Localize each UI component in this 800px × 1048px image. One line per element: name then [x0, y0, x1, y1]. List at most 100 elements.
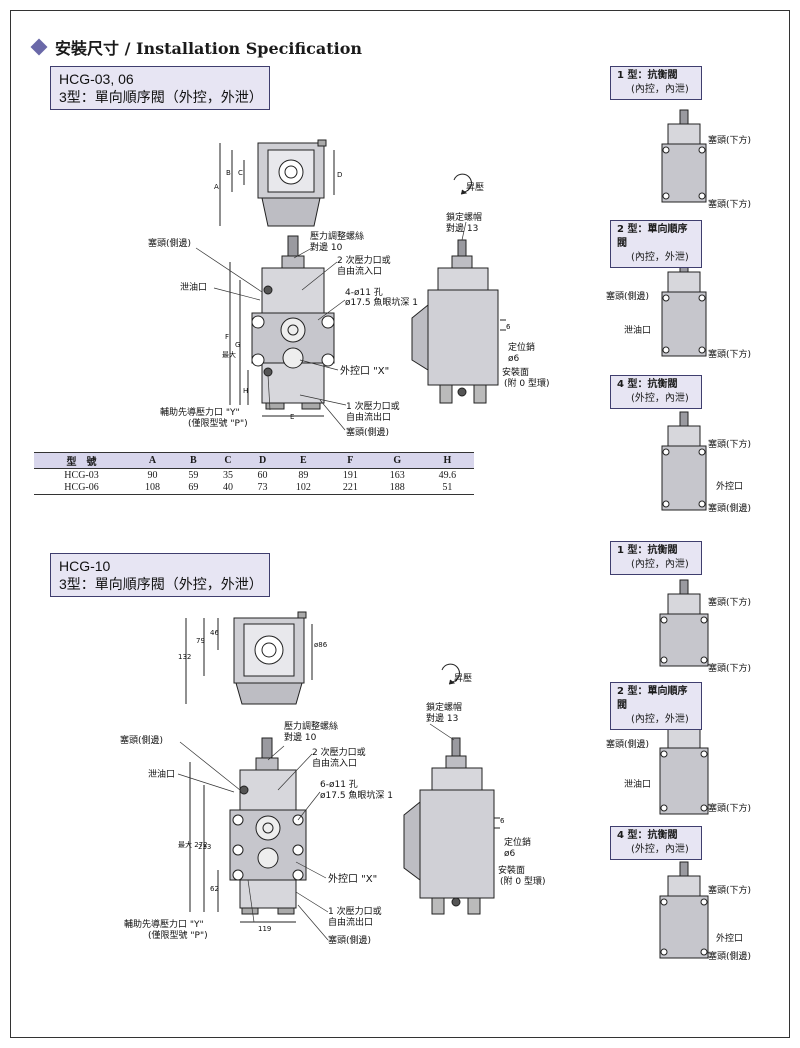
model-type: 3型：單向順序閥（外控，外泄） — [59, 89, 263, 105]
label-lock-nut: 鎖定螺帽 — [446, 213, 483, 223]
table-cell: 89 — [298, 469, 309, 481]
side-panel-title: 1 型：抗衡閥 — [617, 545, 678, 556]
label-primary-port: 1 次壓力口或 — [328, 907, 382, 917]
bottom-plan-view — [185, 611, 313, 705]
side-panel-title: 2 型：單向順序閥 — [617, 686, 688, 711]
callout: 塞頭(下方) — [708, 200, 752, 210]
label-pilot-note: (僅限型號 "P") — [148, 931, 208, 941]
label-secondary-port: 2 次壓力口或 — [312, 748, 366, 758]
page-frame — [10, 10, 790, 1038]
label-dim-6: 6 — [500, 817, 505, 825]
label-plug-side: 塞頭(側邊) — [120, 736, 164, 746]
label-plug-side: 塞頭(側邊) — [148, 239, 192, 249]
top-side-view — [411, 173, 506, 404]
label-secondary-port: 2 次壓力口或 — [337, 256, 391, 266]
label-mount-face: 安裝面 — [498, 866, 526, 876]
top-front-view — [229, 235, 335, 417]
label-external-port: 外控口 "X" — [340, 366, 390, 377]
callout: 塞頭(側邊) — [606, 292, 650, 302]
label-dim-6: 6 — [506, 323, 511, 331]
label-dim-272: 最大 272 — [178, 841, 208, 849]
callout: 塞頭(下方) — [708, 886, 752, 896]
side-panel-type2-top: 2 型：單向順序閥 (內控，外泄) — [610, 220, 702, 268]
table-cell: 60 — [257, 469, 268, 481]
table-cell: HCG-03 — [64, 469, 99, 481]
callout: 塞頭(下方) — [708, 350, 752, 360]
label-dim-max: 最大 — [222, 351, 236, 359]
label-dim-86: ø86 — [314, 641, 328, 649]
side-panel-type4-bottom: 4 型：抗衡閥 (外控，內泄) — [610, 826, 702, 860]
side-panel-title: 4 型：抗衡閥 — [617, 830, 678, 841]
table-cell: 108 — [145, 482, 161, 494]
table-header: C — [224, 455, 232, 466]
label-lock-nut: 鎖定螺帽 — [426, 703, 463, 713]
label-dim-132: 132 — [178, 653, 192, 661]
label-dim-e: E — [290, 413, 295, 421]
table-header-row: 型 號 A B C D E F G H — [34, 452, 474, 469]
model-box-top: HCG-03, 06 3型：單向順序閥（外控，外泄） — [50, 66, 270, 110]
table-header: G — [393, 455, 402, 466]
label-dim-79: 79 — [196, 637, 205, 645]
side-mini-valve-2 — [661, 257, 707, 357]
callout: 塞頭(側邊) — [606, 740, 650, 750]
label-dim-h: H — [243, 387, 249, 395]
leader-lines — [177, 221, 467, 941]
label-across-flats-13: 對邊 13 — [426, 714, 459, 724]
label-free-outlet: 自由流出口 — [328, 918, 374, 928]
label-raise: 昇壓 — [466, 183, 485, 193]
label-across-flats: 對邊 10 — [310, 243, 343, 253]
label-free-outlet: 自由流出口 — [346, 413, 392, 423]
label-dim-62: 62 — [210, 885, 219, 893]
label-pilot-port: 輔助先導壓力口 "Y" — [124, 920, 204, 930]
label-pilot-note: (僅限型號 "P") — [188, 419, 248, 429]
top-plan-view — [219, 139, 335, 227]
table-cell: 191 — [342, 469, 358, 481]
side-panel-sub: (內控，內泄) — [631, 559, 689, 570]
label-counterbore: ø17.5 魚眼坑深 1 — [345, 298, 418, 308]
table-cell: 49.6 — [438, 469, 457, 481]
side-panel-type1-top: 1 型：抗衡閥 (內控，內泄) — [610, 66, 702, 100]
table-cell: 40 — [222, 482, 233, 494]
side-panel-sub: (內控，外泄) — [631, 252, 689, 263]
label-drain: 泄油口 — [180, 283, 208, 293]
bottom-side-view — [403, 663, 500, 915]
side-mini-valve-3 — [661, 411, 707, 511]
table-header: B — [190, 455, 197, 466]
table-cell: 221 — [342, 482, 358, 494]
label-o-ring: (附 0 型環) — [504, 379, 550, 389]
table-cell: 69 — [188, 482, 199, 494]
callout: 外控口 — [716, 482, 744, 492]
label-dim-d: D — [337, 171, 343, 179]
heading-title: 安裝尺寸 / Installation Specification — [55, 39, 362, 58]
table-header: E — [300, 455, 307, 466]
callout: 泄油口 — [624, 326, 652, 336]
label-locating-pin: 定位銷 — [504, 838, 532, 848]
side-panel-sub: (外控，內泄) — [631, 393, 689, 404]
table-cell: 163 — [389, 469, 405, 481]
side-panel-type1-bottom: 1 型：抗衡閥 (內控，內泄) — [610, 541, 702, 575]
table-cell: 90 — [147, 469, 158, 481]
callout: 塞頭(下方) — [708, 598, 752, 608]
label-holes: 6-ø11 孔 — [320, 780, 358, 790]
label-counterbore: ø17.5 魚眼坑深 1 — [320, 791, 393, 801]
table-cell: HCG-06 — [64, 482, 99, 494]
label-dim-119: 119 — [258, 925, 272, 933]
side-panel-sub: (內控，外泄) — [631, 714, 689, 725]
label-holes: 4-ø11 孔 — [345, 288, 383, 298]
dimension-table: 型 號 A B C D E F G H HCG-03 90 59 35 60 8… — [34, 452, 474, 495]
label-dim-a: A — [214, 183, 219, 191]
callout: 泄油口 — [624, 780, 652, 790]
side-panel-type4-top: 4 型：抗衡閥 (外控，內泄) — [610, 375, 702, 409]
label-across-flats-13: 對邊 13 — [446, 224, 479, 234]
label-external-port: 外控口 "X" — [328, 874, 378, 885]
callout: 塞頭(下方) — [708, 440, 752, 450]
label-dim-233: 233 — [198, 843, 212, 851]
callout: 塞頭(側邊) — [708, 952, 752, 962]
callout: 塞頭(下方) — [708, 664, 752, 674]
side-mini-valve-6 — [659, 861, 709, 959]
table-header: 型 號 — [66, 457, 97, 468]
label-pin-dia: ø6 — [504, 849, 516, 859]
table-header: F — [347, 455, 354, 466]
label-mount-face: 安裝面 — [502, 368, 530, 378]
